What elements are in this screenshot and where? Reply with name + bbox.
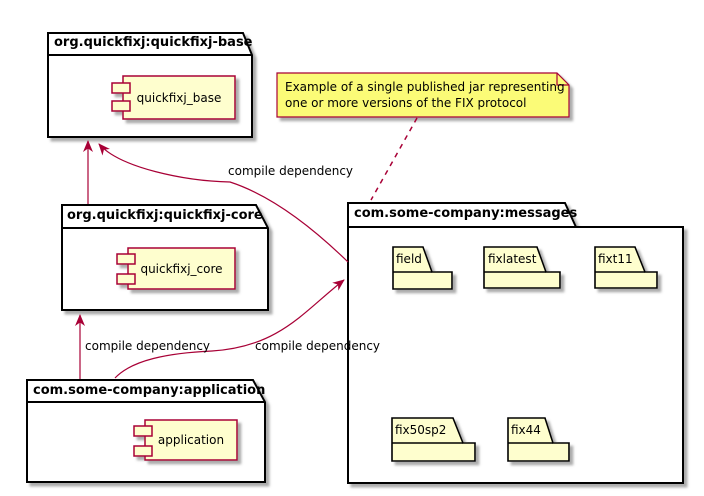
- component-icon: [133, 445, 153, 457]
- component-label-quickfixj-core: quickfixj_core: [140, 261, 223, 276]
- folder-label-fix44: fix44: [511, 423, 541, 437]
- note-connector-line: [370, 117, 418, 201]
- folder-fixt11: [594, 246, 658, 289]
- component-label-quickfixj-base: quickfixj_base: [136, 90, 222, 105]
- component-icon: [111, 82, 131, 94]
- folder-label-fixlatest: fixlatest: [488, 252, 537, 266]
- component-icon: [111, 100, 131, 112]
- package-title-base: org.quickfixj:quickfixj-base: [54, 35, 253, 50]
- folder-fix44: [507, 417, 570, 462]
- note: [276, 72, 570, 118]
- folder-fix50sp2: [391, 417, 476, 462]
- component-icon: [133, 425, 153, 437]
- arrow-app-to-messages: [114, 279, 345, 379]
- folder-field: [392, 246, 453, 290]
- component-label-application: application: [157, 433, 225, 447]
- package-title-application: com.some-company:application: [33, 383, 266, 398]
- package-title-core: org.quickfixj:quickfixj-core: [67, 208, 263, 223]
- folder-label-fixt11: fixt11: [598, 252, 633, 266]
- note-fold-icon: [556, 73, 569, 86]
- edge-label-app-to-core: compile dependency: [85, 339, 211, 353]
- note-text-line2: one or more versions of the FIX protocol: [285, 96, 527, 110]
- edge-label-messages-to-base: compile dependency: [228, 164, 354, 178]
- note-text-line1: Example of a single published jar repres…: [285, 80, 565, 94]
- folder-label-field: field: [396, 252, 422, 266]
- folder-label-fix50sp2: fix50sp2: [395, 423, 447, 437]
- component-application: [133, 419, 238, 461]
- package-title-messages: com.some-company:messages: [354, 206, 578, 221]
- component-icon: [116, 253, 136, 265]
- edge-label-app-to-messages: compile dependency: [255, 339, 381, 353]
- arrow-messages-to-base: [98, 143, 349, 263]
- component-quickfixj-core: [116, 247, 236, 290]
- component-icon: [116, 273, 136, 285]
- folder-fixlatest: [483, 246, 561, 289]
- component-quickfixj-base: [111, 75, 236, 120]
